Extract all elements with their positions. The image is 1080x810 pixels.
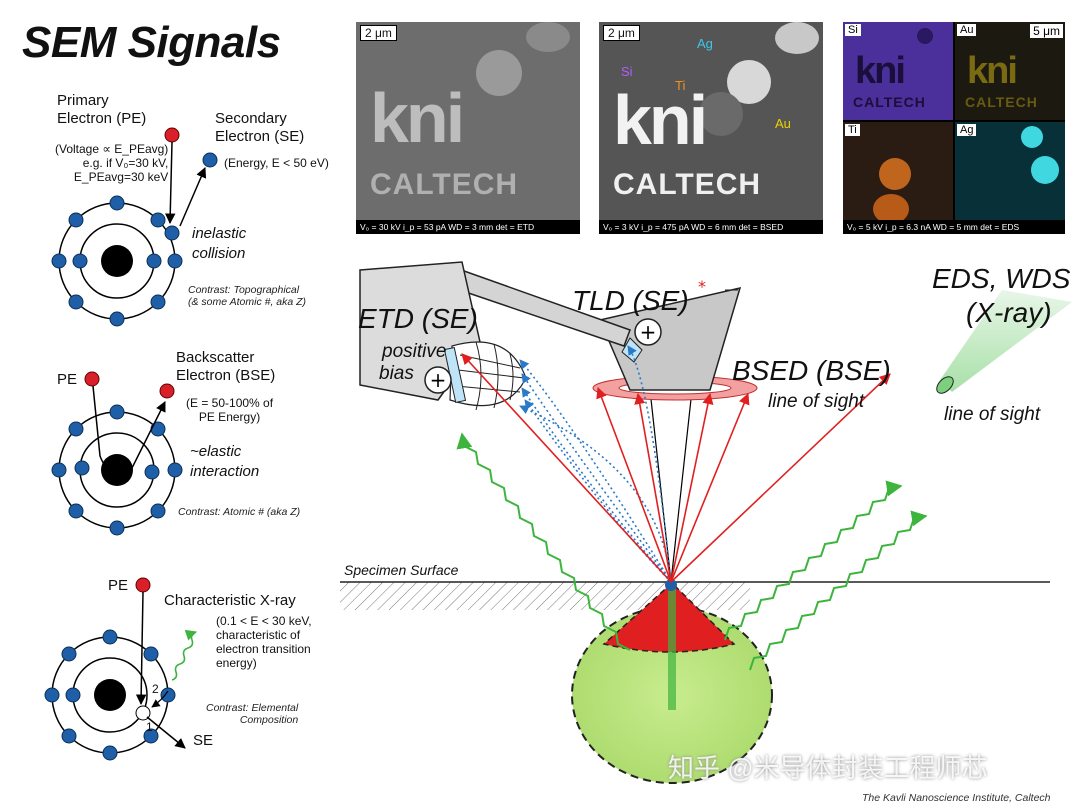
elastic-label: ~elastic interaction [190,443,260,480]
se-escape-region [665,579,677,591]
atom-secondary-electron [51,127,218,327]
voltage-note: (Voltage ∝ E_PEavg) e.g. if V₀=30 kV, E_… [55,142,169,184]
contrast-elemental: Contrast: Elemental Composition [206,702,299,726]
pe-label-2: PE [57,371,78,388]
specimen-hatch [340,582,750,610]
eds-label: EDS, WDS [932,263,1071,294]
tld-label: TLD (SE) [572,285,689,316]
tld-asterisk: * [698,277,706,296]
specimen-surface-label: Specimen Surface [344,562,459,578]
eds-detector [936,376,954,394]
sem-image-etd: kni CALTECH 2 μm V₀ = 30 kV i_p = 53 pA … [356,22,580,234]
detector-diagram: + + * [340,261,1072,784]
eds-maps: kni CALTECH Si kni CALTECH Au 5 μm Ti Ag… [843,22,1065,234]
backscatter-label: Backscatter Electron (BSE) [176,349,276,384]
xray-detector-label: (X-ray) [966,297,1052,328]
etd-label: ETD (SE) [358,303,478,334]
atom-diagrams [44,127,218,761]
svg-text:+: + [430,368,447,392]
se-energy: (Energy, E < 50 eV) [224,156,329,170]
xray-label: Characteristic X-ray [164,592,296,609]
imaging-conditions: V₀ = 3 kV i_p = 475 pA WD = 6 mm det = B… [599,220,823,234]
sem-image-bsed: kni CALTECH Si Ag Ti Au 2 μm V₀ = 3 kV i… [599,22,823,234]
eds-line-of-sight: line of sight [944,404,1041,425]
positive-label: positive [382,341,447,362]
primary-electron-label: Primary Electron (PE) [57,92,147,127]
eds-si-map: kni CALTECH Si [843,22,953,120]
xray-waves [456,432,928,671]
contrast-atomic: Contrast: Atomic # (aka Z) [178,506,301,518]
transition-2: 2 [152,682,159,696]
tld-detector [598,286,742,391]
watermark: 知乎 @米导体封装工程师芯 [668,753,988,783]
scale-bar: 2 μm [360,25,397,41]
credit: The Kavli Nanoscience Institute, Caltech [862,792,1051,804]
bsed-line-of-sight: line of sight [768,391,865,412]
page-title: SEM Signals [22,18,281,67]
secondary-electron-label: Secondary Electron (SE) [215,110,305,145]
bse-trajectories [461,353,891,583]
scale-bar: 2 μm [603,25,640,41]
se-trajectories [519,345,672,583]
se-label-3: SE [193,732,214,749]
svg-text:+: + [640,320,657,344]
pe-label-3: PE [108,577,129,594]
atom-backscatter-electron [51,371,183,536]
atom-characteristic-xray [44,577,198,761]
eds-ag-map: Ag [955,122,1065,220]
transition-1: 1 [146,720,153,734]
xray-energy: (0.1 < E < 30 keV, characteristic of ele… [216,614,312,670]
imaging-conditions: V₀ = 5 kV i_p = 6.3 nA WD = 5 mm det = E… [847,222,1020,232]
backscatter-electron-icon [159,383,175,399]
imaging-conditions: V₀ = 30 kV i_p = 53 pA WD = 3 mm det = E… [356,220,580,234]
bsed-label: BSED (BSE) [732,355,891,386]
primary-electron-icon [164,127,180,143]
eds-ti-map: Ti [843,122,953,220]
contrast-topographical: Contrast: Topographical (& some Atomic #… [188,284,307,308]
eds-au-map: kni CALTECH Au 5 μm [955,22,1065,120]
secondary-electron-icon [202,152,218,168]
inelastic-label: inelastic collision [192,225,247,262]
eds-detector-cone [940,290,1072,392]
bse-energy: (E = 50-100% of PE Energy) [186,396,274,424]
bias-label: bias [379,363,414,384]
